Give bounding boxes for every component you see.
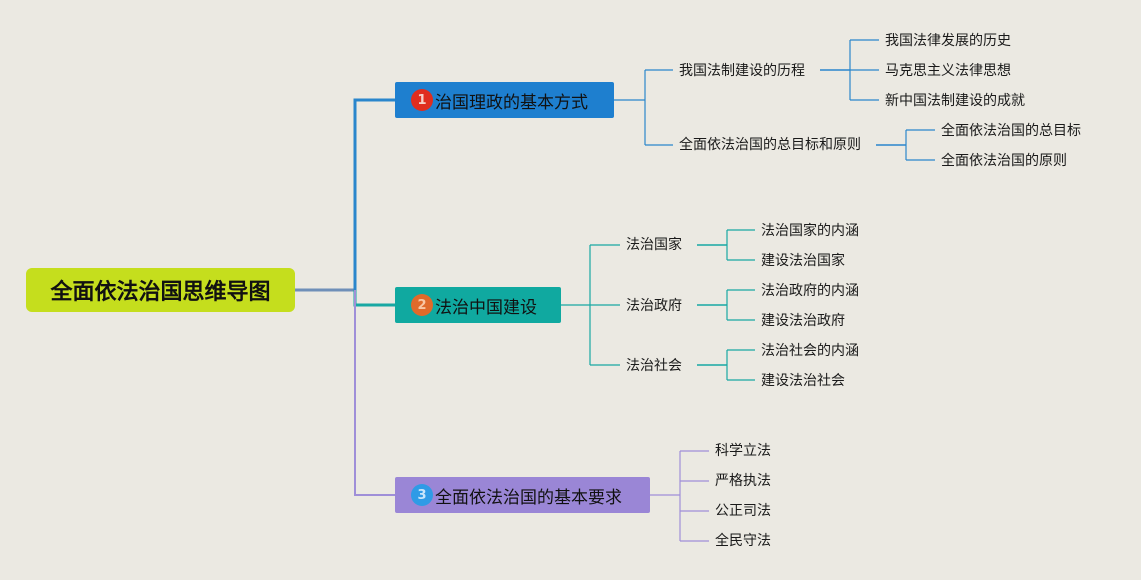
badge-1: 1 xyxy=(411,89,433,111)
branch-node-3[interactable]: 3 全面依法治国的基本要求 xyxy=(395,477,650,513)
branch-label-3: 全面依法治国的基本要求 xyxy=(435,487,622,508)
leaf-country-meaning[interactable]: 法治国家的内涵 xyxy=(755,220,865,242)
leaf-law-abiding[interactable]: 全民守法 xyxy=(709,530,777,552)
connector-branch-1 xyxy=(353,98,395,290)
subtopic-rule-of-law-country[interactable]: 法治国家 xyxy=(620,234,688,256)
leaf-overall-goal[interactable]: 全面依法治国的总目标 xyxy=(935,120,1087,142)
leaf-build-country[interactable]: 建设法治国家 xyxy=(755,250,851,272)
connector-branch-3 xyxy=(354,290,395,496)
leaf-scientific-legislation[interactable]: 科学立法 xyxy=(709,440,777,462)
branch-node-2[interactable]: 2 法治中国建设 xyxy=(395,287,561,323)
subtopic-goal-principle[interactable]: 全面依法治国的总目标和原则 xyxy=(673,134,867,156)
leaf-build-society[interactable]: 建设法治社会 xyxy=(755,370,851,392)
leaf-new-china-achievements[interactable]: 新中国法制建设的成就 xyxy=(879,90,1031,112)
branch-label-1: 治国理政的基本方式 xyxy=(435,92,588,113)
leaf-principles[interactable]: 全面依法治国的原则 xyxy=(935,150,1073,172)
connector-branch-2 xyxy=(353,290,395,307)
leaf-marxist-law[interactable]: 马克思主义法律思想 xyxy=(879,60,1017,82)
subtopic-rule-of-law-society[interactable]: 法治社会 xyxy=(620,355,688,377)
subtopic-rule-of-law-government[interactable]: 法治政府 xyxy=(620,295,688,317)
leaf-society-meaning[interactable]: 法治社会的内涵 xyxy=(755,340,865,362)
root-node[interactable]: 全面依法治国思维导图 xyxy=(26,268,295,312)
subtopic-law-history[interactable]: 我国法制建设的历程 xyxy=(673,60,811,82)
leaf-strict-enforcement[interactable]: 严格执法 xyxy=(709,470,777,492)
branch-node-1[interactable]: 1 治国理政的基本方式 xyxy=(395,82,614,118)
leaf-fair-justice[interactable]: 公正司法 xyxy=(709,500,777,522)
leaf-build-government[interactable]: 建设法治政府 xyxy=(755,310,851,332)
root-label: 全面依法治国思维导图 xyxy=(50,280,271,305)
badge-2: 2 xyxy=(411,294,433,316)
leaf-law-development[interactable]: 我国法律发展的历史 xyxy=(879,30,1017,52)
leaf-government-meaning[interactable]: 法治政府的内涵 xyxy=(755,280,865,302)
branch-label-2: 法治中国建设 xyxy=(435,297,537,318)
badge-3: 3 xyxy=(411,484,433,506)
